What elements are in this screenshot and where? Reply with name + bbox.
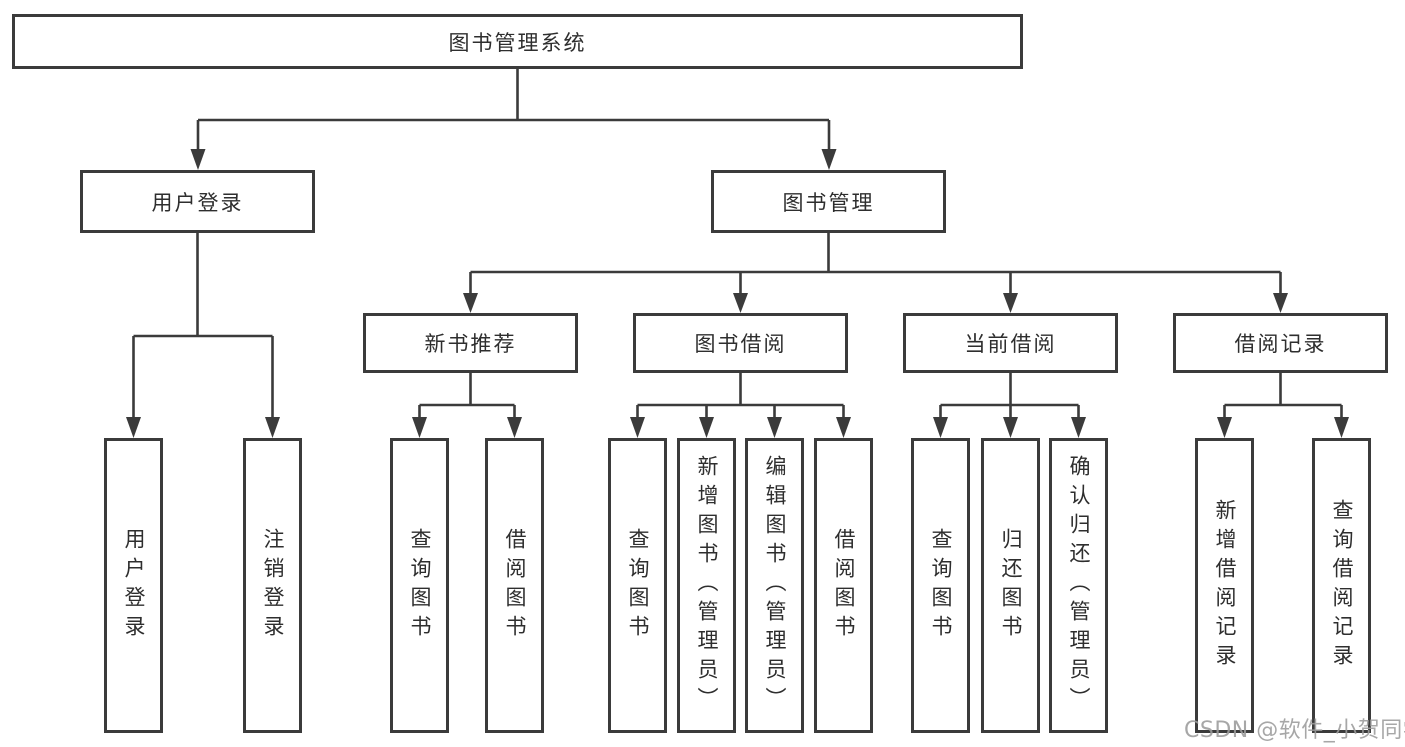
- leaf-borrow-borrow-books: 借阅图书: [814, 438, 873, 733]
- leaf-borrow-add-book-admin-label: 新增图书（管理员）: [695, 455, 719, 716]
- leaf-newbook-query-books-label: 查询图书: [408, 527, 432, 644]
- node-book-management: 图书管理: [711, 170, 946, 233]
- node-root-system-label: 图书管理系统: [448, 30, 587, 55]
- leaf-current-confirm-return-admin-label: 确认归还（管理员）: [1067, 455, 1091, 716]
- node-borrow-records: 借阅记录: [1173, 313, 1388, 373]
- leaf-user-login: 用户登录: [104, 438, 163, 733]
- node-book-management-label: 图书管理: [782, 190, 875, 215]
- leaf-current-return-books: 归还图书: [981, 438, 1040, 733]
- node-borrow-records-label: 借阅记录: [1234, 332, 1327, 356]
- leaf-borrow-query-books: 查询图书: [608, 438, 667, 733]
- leaf-borrow-edit-book-admin-label: 编辑图书（管理员）: [763, 455, 787, 716]
- leaf-borrow-borrow-books-label: 借阅图书: [832, 527, 856, 644]
- leaf-records-query-record: 查询借阅记录: [1312, 438, 1371, 733]
- leaf-borrow-add-book-admin: 新增图书（管理员）: [677, 438, 736, 733]
- leaf-current-return-books-label: 归还图书: [999, 527, 1023, 644]
- leaf-logout: 注销登录: [243, 438, 302, 733]
- leaf-records-query-record-label: 查询借阅记录: [1330, 498, 1354, 673]
- leaf-borrow-edit-book-admin: 编辑图书（管理员）: [745, 438, 804, 733]
- node-current-borrow-label: 当前借阅: [964, 332, 1057, 356]
- leaf-records-add-record-label: 新增借阅记录: [1213, 498, 1237, 673]
- leaf-newbook-query-books: 查询图书: [390, 438, 449, 733]
- node-new-book-recommend: 新书推荐: [363, 313, 578, 373]
- node-user-login-label: 用户登录: [151, 190, 244, 215]
- leaf-records-add-record: 新增借阅记录: [1195, 438, 1254, 733]
- node-book-borrow-label: 图书借阅: [694, 332, 787, 356]
- leaf-current-confirm-return-admin: 确认归还（管理员）: [1049, 438, 1108, 733]
- leaf-borrow-query-books-label: 查询图书: [626, 527, 650, 644]
- leaf-current-query-books: 查询图书: [911, 438, 970, 733]
- node-root-system: 图书管理系统: [12, 14, 1023, 69]
- node-user-login: 用户登录: [80, 170, 315, 233]
- node-new-book-recommend-label: 新书推荐: [424, 332, 517, 356]
- leaf-user-login-label: 用户登录: [122, 527, 146, 644]
- leaf-current-query-books-label: 查询图书: [929, 527, 953, 644]
- csdn-watermark: CSDN @软件_小贺同学: [1184, 718, 1405, 743]
- leaf-newbook-borrow-books: 借阅图书: [485, 438, 544, 733]
- leaf-newbook-borrow-books-label: 借阅图书: [503, 527, 527, 644]
- node-book-borrow: 图书借阅: [633, 313, 848, 373]
- node-current-borrow: 当前借阅: [903, 313, 1118, 373]
- leaf-logout-label: 注销登录: [261, 527, 285, 644]
